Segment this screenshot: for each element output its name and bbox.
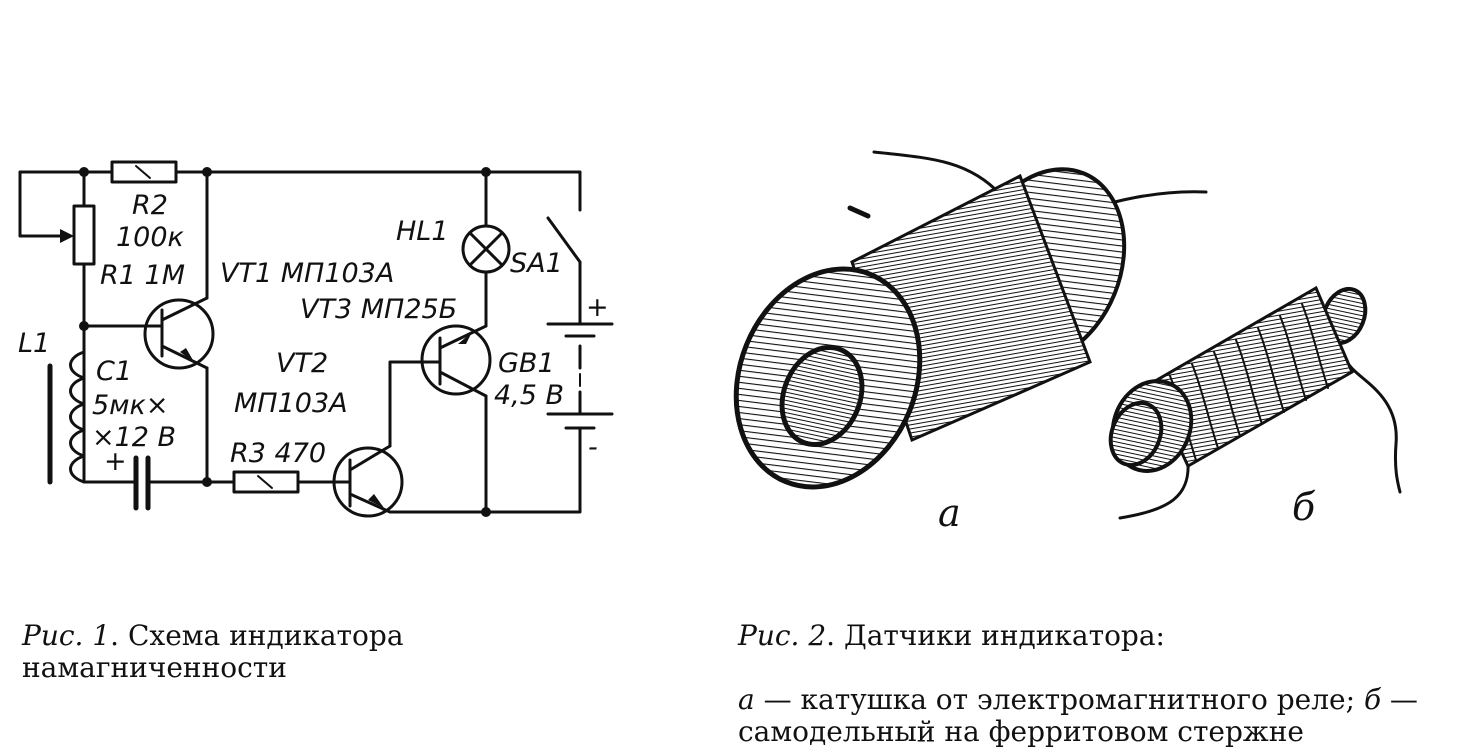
label-gb1-value: 4,5 В — [494, 380, 564, 411]
resistor-r1 — [72, 204, 96, 266]
transistor-vt1 — [143, 298, 215, 370]
coil-a-lead-1 — [872, 150, 1002, 196]
label-r3: R3 470 — [230, 438, 326, 469]
caption-fig2-item-b-text: — самодельный на ферритовом стержне — [738, 683, 1418, 748]
label-b: б — [1292, 485, 1316, 529]
battery-gb1 — [546, 298, 614, 438]
label-c1-plus: + — [104, 446, 127, 477]
switch-sa1 — [546, 190, 582, 302]
label-vt2-type: МП103А — [234, 388, 348, 419]
label-r1: R1 1M — [100, 260, 185, 291]
label-gb1-name: GB1 — [498, 348, 555, 379]
resistor-r2 — [110, 160, 178, 184]
caption-fig2-prefix: Рис. 2 — [738, 619, 827, 652]
label-a: а — [938, 491, 961, 535]
relay-coil-a — [733, 150, 1208, 490]
lamp-hl1 — [461, 224, 511, 274]
pot-arrow — [18, 170, 86, 238]
label-vt3: VT3 МП25Б — [300, 294, 457, 325]
label-r2-name: R2 — [132, 190, 168, 221]
coil-b-lead-2 — [1348, 364, 1402, 494]
coil-b-lead-1 — [1118, 460, 1190, 520]
caption-fig1-text: . Схема индикатора намагниченности — [22, 619, 404, 684]
label-hl1: HL1 — [396, 216, 449, 247]
label-vt1: VT1 МП103А — [220, 258, 394, 289]
caption-fig1-prefix: Рис. 1 — [22, 619, 111, 652]
resistor-r3 — [232, 470, 300, 494]
label-sa1: SA1 — [510, 248, 563, 279]
label-c1-value1: 5мк× — [92, 390, 168, 421]
label-vt2-name: VT2 — [276, 348, 328, 379]
label-gb1-plus: + — [586, 292, 609, 323]
label-r2-value: 100к — [116, 222, 185, 253]
label-c1-name: C1 — [96, 356, 132, 387]
label-c1-value2: ×12 В — [92, 422, 176, 453]
schematic — [18, 160, 614, 518]
ferrite-coil-b — [1108, 285, 1402, 520]
caption-fig1: Рис. 1. Схема индикатора намагниченности — [22, 588, 622, 684]
caption-fig2: Рис. 2. Датчики индикатора: а — катушка … — [738, 588, 1418, 748]
caption-fig2-item-a-text: — катушка от электромагнитного реле; — [754, 683, 1364, 716]
caption-fig2-title: . Датчики индикатора: — [826, 619, 1165, 652]
capacitor-c1 — [133, 455, 151, 511]
transistor-vt3 — [420, 324, 492, 396]
coil-a-core — [779, 345, 865, 447]
caption-fig2-item-b-letter: б — [1363, 683, 1382, 716]
inductor-l1 — [69, 350, 86, 484]
caption-fig2-item-a-letter: а — [738, 683, 755, 716]
label-l1: L1 — [18, 328, 50, 359]
label-gb1-minus: - — [588, 432, 598, 463]
coil-b-rod-end — [1108, 400, 1164, 468]
